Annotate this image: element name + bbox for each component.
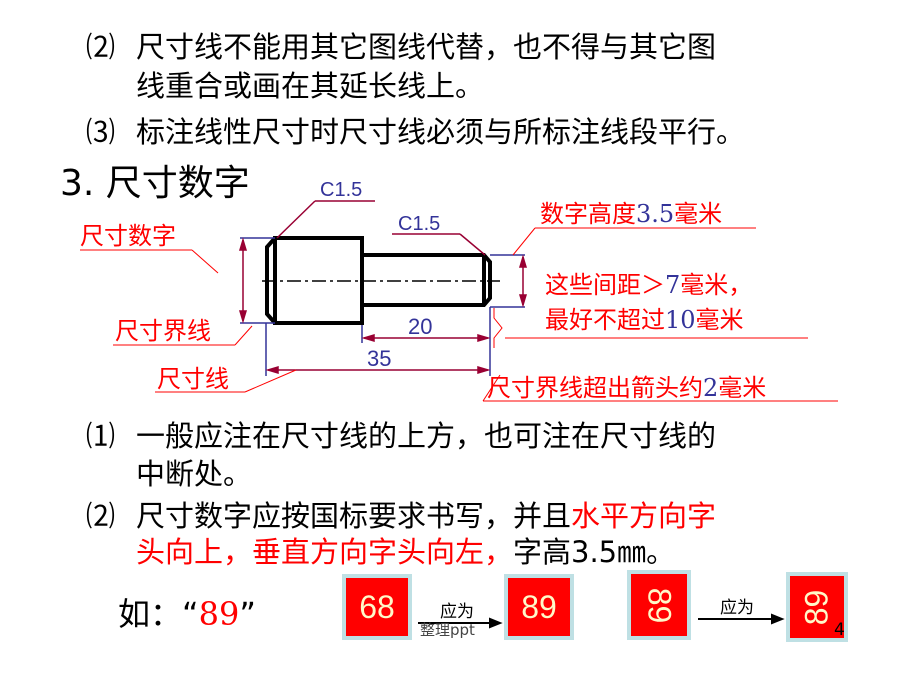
text: 字高3.5㎜。 xyxy=(513,535,676,569)
quote: “ xyxy=(182,595,199,633)
rule-b1-line2: 中断处。 xyxy=(136,457,253,491)
arrow-label: 应为 xyxy=(440,602,474,622)
wrong-vertical-box: 89 xyxy=(627,570,691,640)
section-title: 3. 尺寸数字 xyxy=(60,163,250,204)
dimension-lines xyxy=(238,200,528,375)
note-unit: 毫米 xyxy=(674,200,723,228)
note-unit: 毫米 xyxy=(718,374,767,402)
wrong-horizontal-box: 68 xyxy=(342,574,412,640)
label-dimension-line: 尺寸线 xyxy=(157,365,229,393)
label-extension-line: 尺寸界线 xyxy=(115,317,211,345)
highlight-text: 水平方向字 xyxy=(571,499,717,533)
note-text: 最好不超过 xyxy=(545,306,665,334)
note-value: 3.5 xyxy=(636,200,675,228)
highlight-text: 头向上，垂直方向字头向左， xyxy=(136,535,514,569)
note-value: 2 xyxy=(703,374,719,402)
note-gap-max: 最好不超过10毫米 xyxy=(545,308,744,332)
arrow-label: 应为 xyxy=(720,598,754,618)
rule-3-line1: 标注线性尺寸时尺寸线必须与所标注线段平行。 xyxy=(136,115,746,149)
note-value: 10 xyxy=(665,306,696,334)
chamfer-label-left: C1.5 xyxy=(320,179,363,201)
note-extension-overshoot: 尺寸界线超出箭头约2毫米 xyxy=(487,376,766,400)
dimension-20: 20 xyxy=(408,314,433,339)
rule-b2-line1: 尺寸数字应按国标要求书写，并且水平方向字 xyxy=(136,502,716,531)
correct-horizontal-box: 89 xyxy=(504,574,574,640)
rule-b2-number: ⑵ xyxy=(86,499,116,533)
label-dimension-number: 尺寸数字 xyxy=(80,222,176,250)
extension-lines xyxy=(240,237,525,376)
example-value: 89 xyxy=(198,595,240,633)
note-unit: 毫米， xyxy=(680,271,753,299)
digits: 68 xyxy=(359,588,395,625)
watermark: 整理ppt xyxy=(420,621,475,639)
note-text: 尺寸界线超出箭头约 xyxy=(487,374,703,402)
chamfer-label-right: C1.5 xyxy=(398,213,441,235)
page-number: 4 xyxy=(834,620,845,640)
rule-2-line2: 线重合或画在其延长线上。 xyxy=(136,69,485,103)
prefix: 如： xyxy=(118,595,183,633)
note-digit-height: 数字高度3.5毫米 xyxy=(540,202,722,226)
text: 尺寸数字应按国标要求书写，并且 xyxy=(136,499,572,533)
note-unit: 毫米 xyxy=(695,306,744,334)
leader-lines xyxy=(80,227,838,402)
quote: ” xyxy=(239,595,256,633)
rule-b1-line1: 一般应注在尺寸线的上方，也可注在尺寸线的 xyxy=(136,419,717,453)
note-text: 这些间距＞ xyxy=(545,271,665,299)
correct-vertical-box: 89 xyxy=(786,572,848,642)
note-value: 7 xyxy=(665,271,681,299)
example-label: 如：“89” xyxy=(118,598,256,630)
rule-3-number: ⑶ xyxy=(86,115,116,149)
rule-b2-line2: 头向上，垂直方向字头向左，字高3.5㎜。 xyxy=(136,538,675,567)
rule-2-number: ⑵ xyxy=(86,30,116,64)
note-text: 数字高度 xyxy=(540,200,636,228)
rule-b1-number: ⑴ xyxy=(86,419,116,453)
rule-2-line1: 尺寸线不能用其它图线代替，也不得与其它图 xyxy=(136,30,717,64)
dimension-35: 35 xyxy=(367,346,392,371)
note-gap-min: 这些间距＞7毫米， xyxy=(545,273,752,297)
digits: 89 xyxy=(521,588,557,625)
